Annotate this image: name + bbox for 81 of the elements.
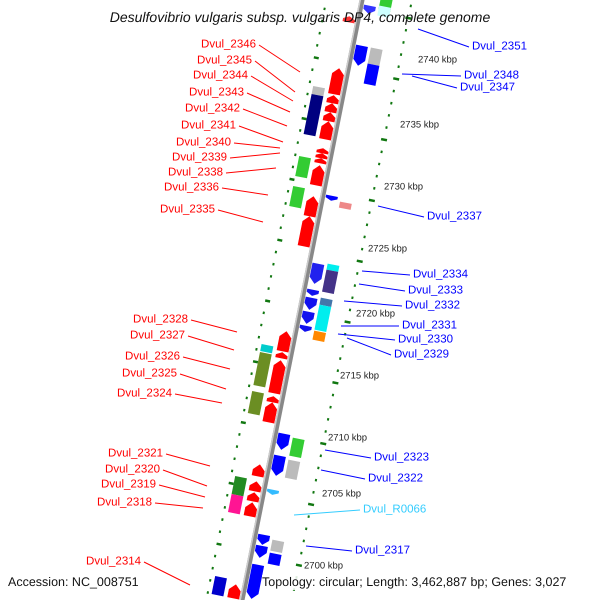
scale-label: 2720 kbp <box>356 308 396 320</box>
gene-label: Dvul_2327 <box>130 330 185 342</box>
leader-line <box>226 168 276 174</box>
scale-label: 2735 kbp <box>400 120 440 130</box>
leader-line <box>324 450 372 458</box>
gene-label: Dvul_2332 <box>405 300 460 312</box>
leader-line <box>346 338 392 356</box>
leader-line <box>242 108 288 126</box>
leader-line <box>144 562 190 586</box>
gene-label: Dvul_2329 <box>394 348 449 362</box>
scale-label: 2700 kbp <box>304 560 344 572</box>
gene-label: Dvul_2343 <box>189 86 244 100</box>
leader-line <box>402 74 462 76</box>
leader-line <box>166 454 210 466</box>
leader-line <box>222 188 268 196</box>
leader-line <box>258 44 300 72</box>
gene-label: Dvul_2325 <box>122 368 177 380</box>
leader-line <box>174 394 222 404</box>
leader-line <box>344 300 402 306</box>
leader-line <box>412 76 458 88</box>
gene-label: Dvul_2348 <box>464 70 519 82</box>
leader-line <box>378 206 424 218</box>
leader-line <box>362 270 410 276</box>
gene-label: Dvul_2334 <box>413 268 468 282</box>
gene-label: Dvul_2326 <box>125 350 180 364</box>
gene-label: Dvul_2330 <box>398 334 453 346</box>
gene-label: Dvul_2345 <box>197 54 252 68</box>
gene-label: Dvul_2337 <box>427 210 482 224</box>
gene-label: Dvul_2322 <box>368 472 423 486</box>
leader-line <box>230 152 280 158</box>
leader-line <box>306 546 352 552</box>
gene-label: Dvul_2321 <box>108 448 163 460</box>
leader-line <box>358 284 406 292</box>
gene-label: Dvul_2319 <box>101 478 156 492</box>
scale-label: 2710 kbp <box>328 432 368 444</box>
gene-label: Dvul_2335 <box>160 204 215 216</box>
gene-label: Dvul_2333 <box>408 284 463 298</box>
scale-label: 2705 kbp <box>322 488 362 500</box>
gene-label: Dvul_2323 <box>374 452 429 464</box>
leader-line <box>238 126 284 142</box>
leader-line <box>246 92 290 112</box>
diagram-title: Desulfovibrio vulgaris subsp. vulgaris DP4, complete genome <box>108 9 492 25</box>
gene-label: Dvul_2346 <box>201 38 256 52</box>
gene-label: Dvul_2317 <box>355 544 410 558</box>
leader-line <box>294 510 360 516</box>
leader-line <box>162 470 208 486</box>
gene-label: Dvul_2336 <box>164 182 219 194</box>
gene-label: Dvul_2328 <box>133 314 188 326</box>
leader-line <box>234 142 280 148</box>
leader-line <box>250 76 294 102</box>
info-text: Accession: NC_008751 <box>8 575 139 590</box>
gene-label: Dvul_2339 <box>172 152 227 164</box>
scale-label: 2715 kbp <box>340 370 380 382</box>
leader-line <box>338 334 396 340</box>
leader-line <box>190 320 238 332</box>
gene-label: Dvul_2344 <box>193 70 248 82</box>
gene-label: Dvul_2331 <box>402 320 457 332</box>
leader-line <box>320 470 366 480</box>
gene-label: Dvul_2347 <box>460 82 515 94</box>
gene-label: Dvul_2318 <box>97 496 152 510</box>
leader-line <box>182 356 230 370</box>
scale-label: 2730 kbp <box>384 182 424 192</box>
leader-line <box>254 60 296 92</box>
gene-label: Dvul_2340 <box>176 136 231 150</box>
leader-line <box>180 374 226 390</box>
scale-label: 2740 kbp <box>418 54 458 66</box>
leader-line <box>188 336 234 350</box>
gene-label: Dvul_2314 <box>86 556 141 568</box>
gene-label: Dvul_2351 <box>472 40 527 54</box>
gene-label: Dvul_2338 <box>168 166 223 180</box>
gene-label: Dvul_2342 <box>185 102 240 116</box>
leader-line <box>418 28 470 48</box>
gene-label: Dvul_R0066 <box>363 504 426 516</box>
scale-label: 2725 kbp <box>368 244 408 254</box>
info-text: Topology: circular; Length: 3,462,887 bp; Genes: 3,027 <box>262 575 566 590</box>
leader-line <box>218 210 264 222</box>
leader-line <box>154 502 204 508</box>
gene-label: Dvul_2320 <box>105 464 160 476</box>
gene-label: Dvul_2324 <box>117 388 172 400</box>
gene-label: Dvul_2341 <box>181 120 236 132</box>
leader-line <box>158 484 206 498</box>
